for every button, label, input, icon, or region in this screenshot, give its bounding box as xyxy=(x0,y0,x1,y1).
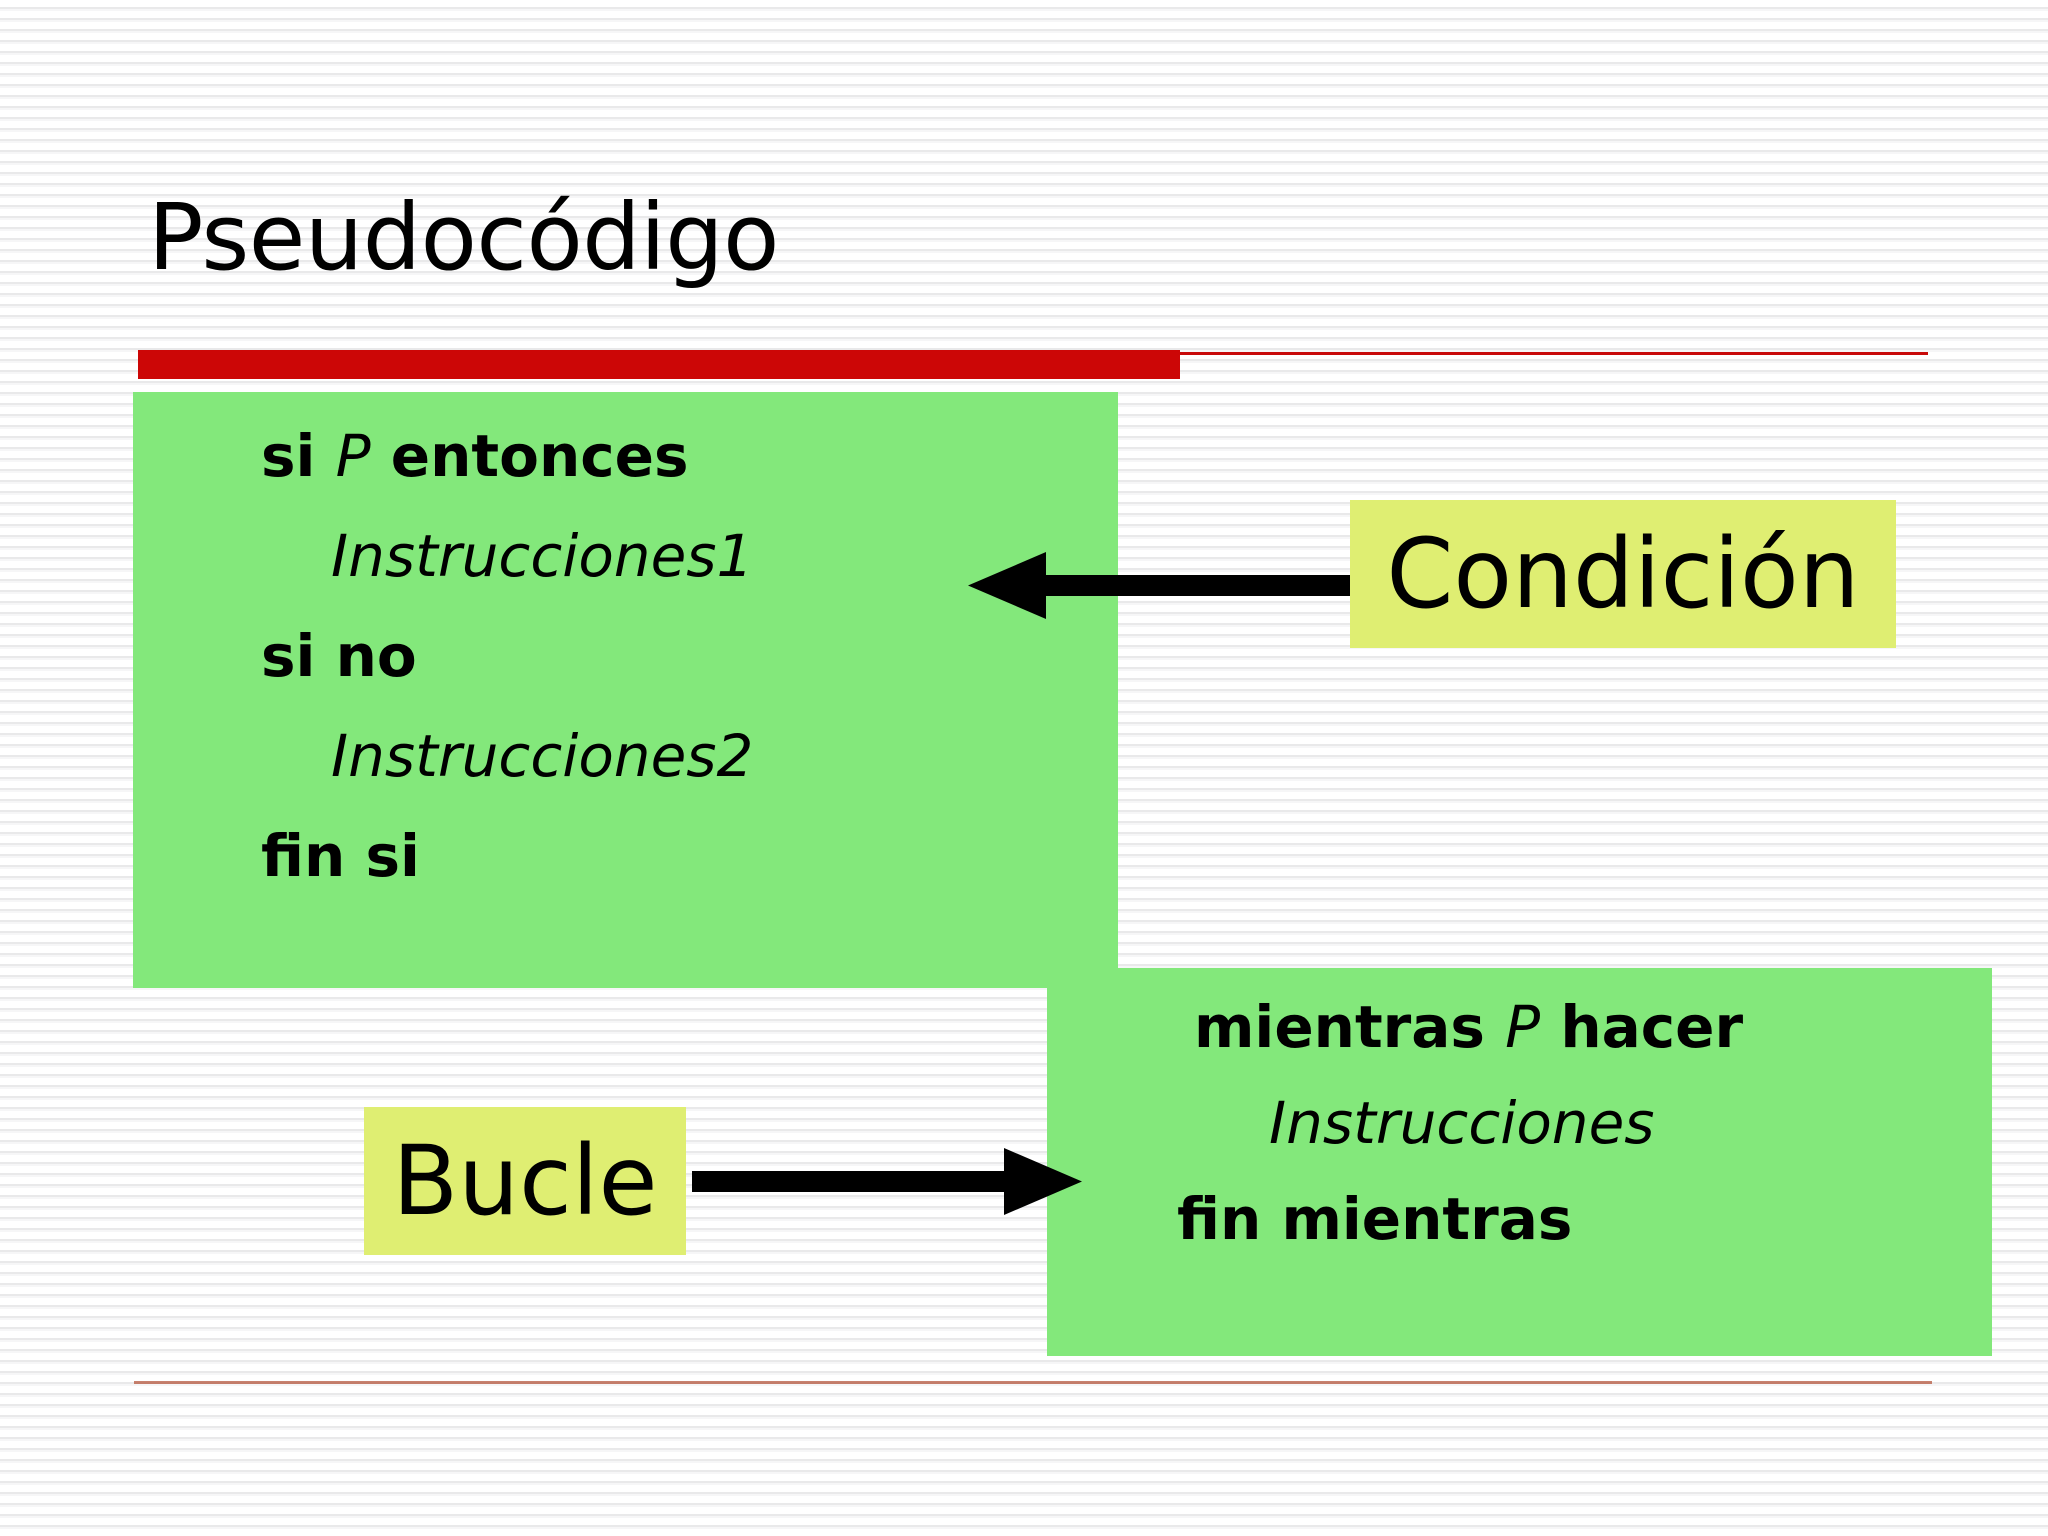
keyword-fin-mientras: fin mientras xyxy=(1177,1185,1573,1253)
code-line-mientras-p-hacer: mientras P hacer xyxy=(1194,998,1743,1056)
code-line-instrucciones: Instrucciones xyxy=(1269,1094,1654,1152)
text-instrucciones: Instrucciones xyxy=(1269,1089,1655,1157)
variable-p-condition: P xyxy=(335,422,371,490)
variable-p-loop: P xyxy=(1505,993,1541,1061)
keyword-si-no: si no xyxy=(261,622,417,690)
footer-rule xyxy=(134,1381,1932,1384)
code-line-si-no: si no xyxy=(261,627,417,685)
callout-condition: Condición xyxy=(1350,500,1896,648)
keyword-mientras: mientras xyxy=(1194,993,1506,1061)
code-line-instrucciones2: Instrucciones2 xyxy=(331,727,753,785)
code-line-instrucciones1: Instrucciones1 xyxy=(331,527,753,585)
code-line-fin-mientras: fin mientras xyxy=(1177,1190,1572,1248)
page-title: Pseudocódigo xyxy=(148,184,779,291)
code-block-loop: mientras P hacer Instrucciones fin mient… xyxy=(1047,968,1992,1356)
text-instrucciones2: Instrucciones2 xyxy=(331,722,754,790)
keyword-hacer: hacer xyxy=(1540,993,1744,1061)
title-underline-thick xyxy=(138,350,1180,379)
code-block-conditional: si P entonces Instrucciones1 si no Instr… xyxy=(133,392,1118,988)
text-instrucciones1: Instrucciones1 xyxy=(331,522,754,590)
arrow-left-icon xyxy=(968,552,1358,619)
keyword-si: si xyxy=(261,422,336,490)
arrow-right-icon xyxy=(692,1148,1082,1215)
keyword-entonces: entonces xyxy=(370,422,689,490)
keyword-fin-si: fin si xyxy=(261,822,420,890)
code-line-si-p-entonces: si P entonces xyxy=(261,427,689,485)
callout-loop: Bucle xyxy=(364,1107,686,1255)
code-line-fin-si: fin si xyxy=(261,827,420,885)
